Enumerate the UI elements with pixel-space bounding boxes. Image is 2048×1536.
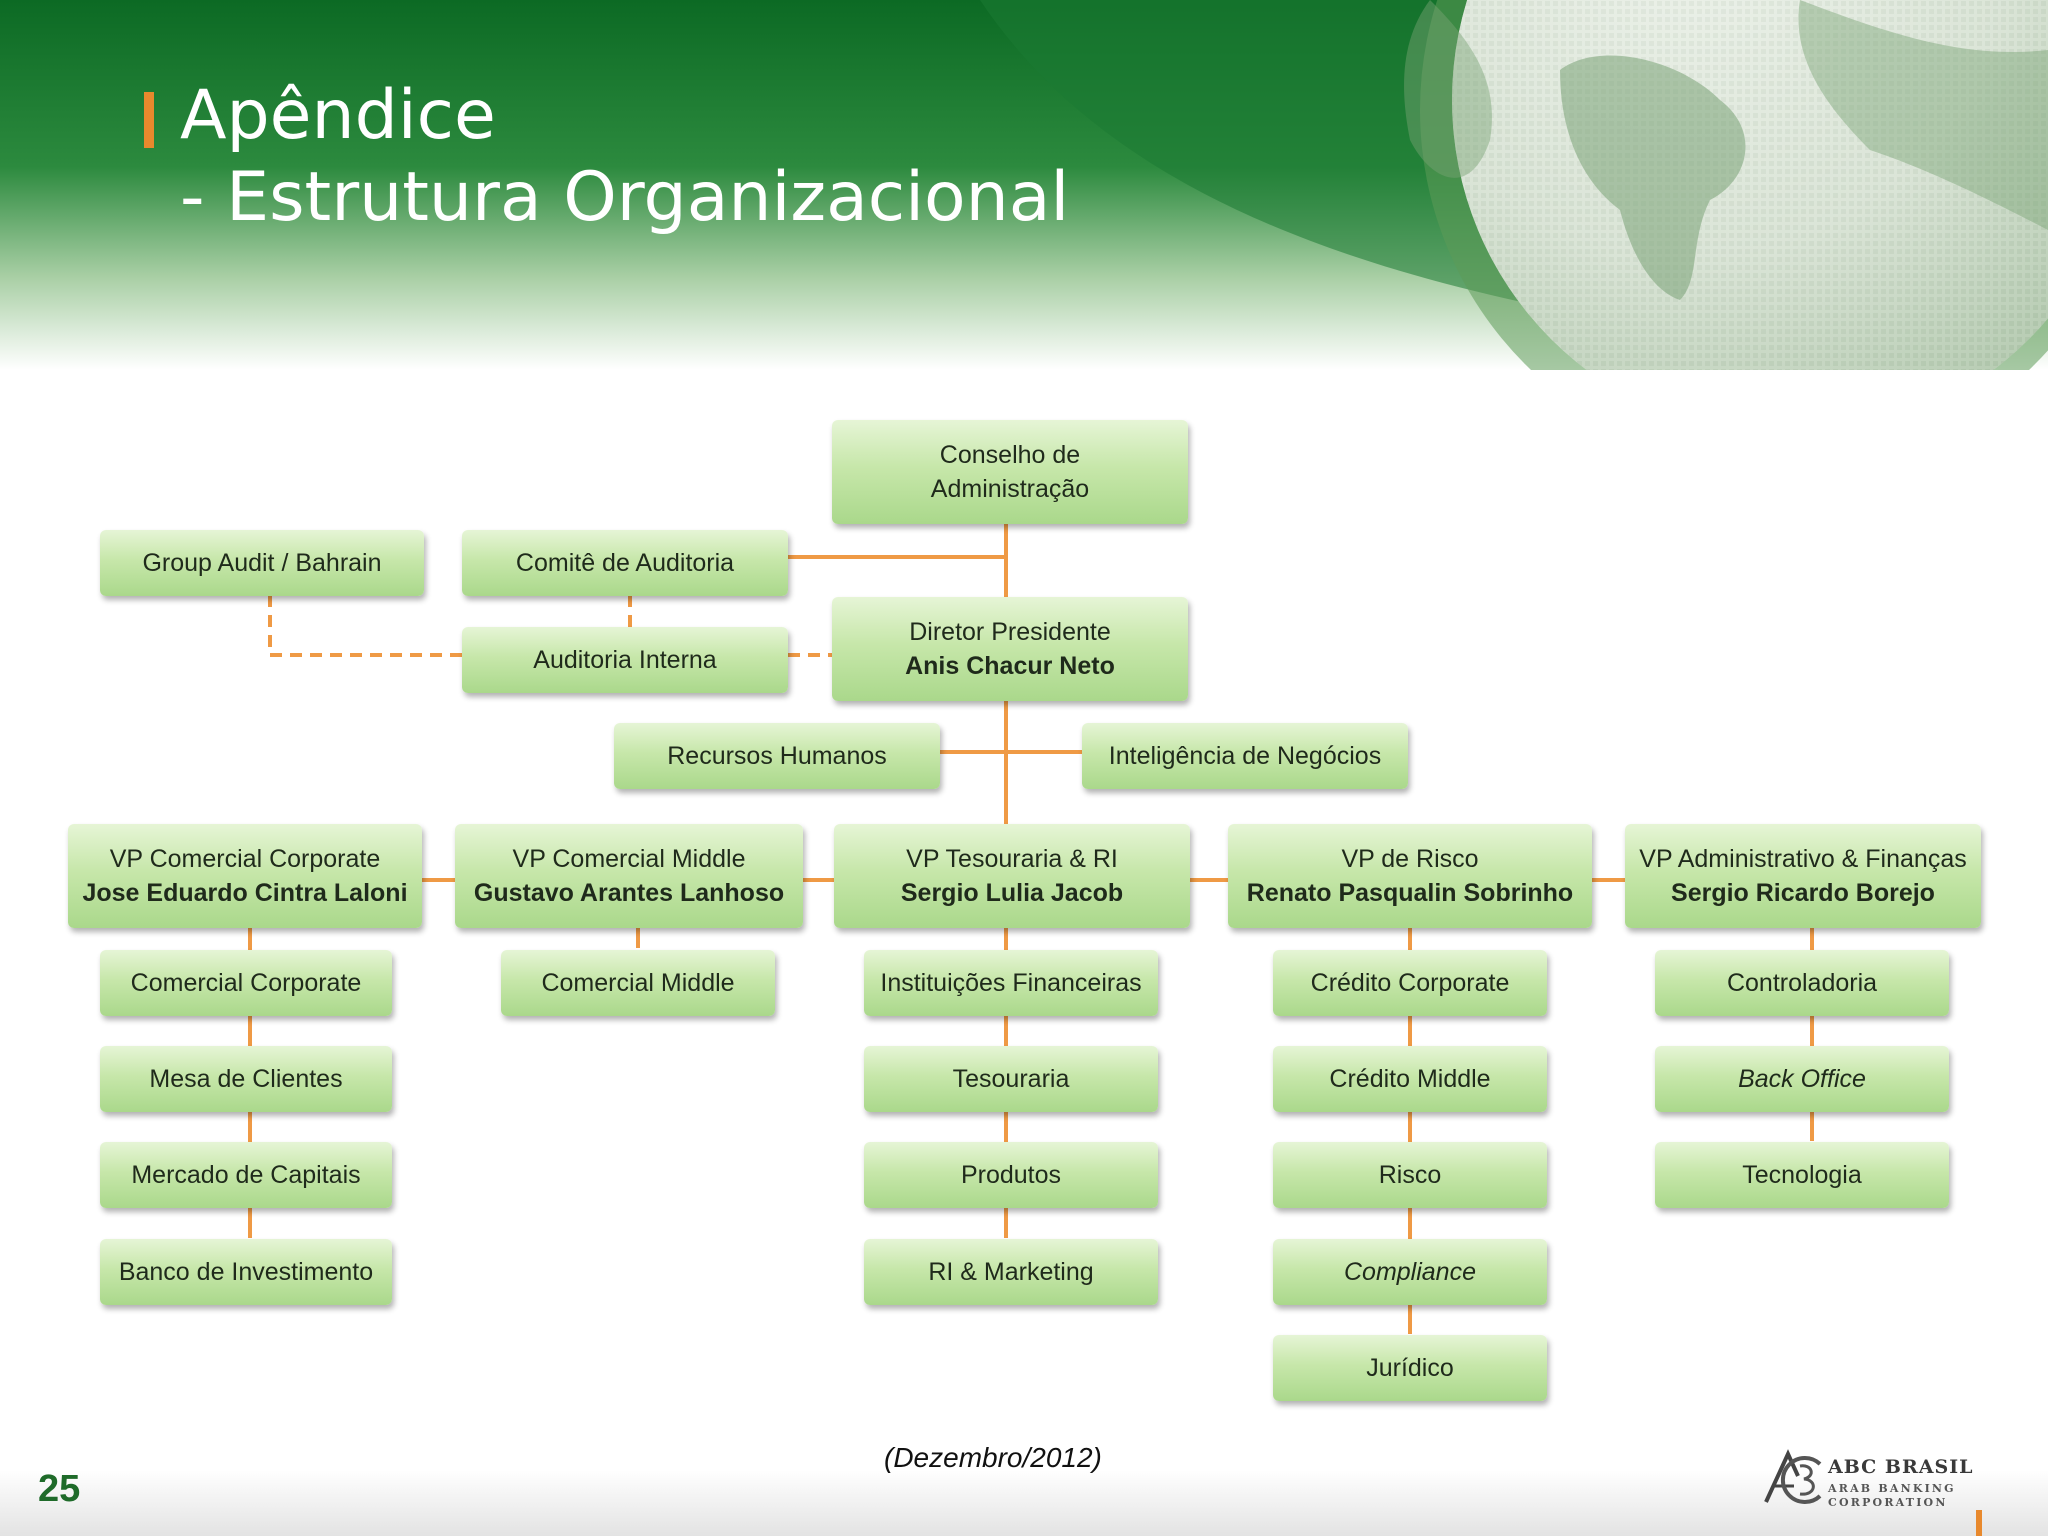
vp-box-3: VP Tesouraria & RI Sergio Lulia Jacob [834, 824, 1190, 928]
unit-label: Mesa de Clientes [149, 1065, 343, 1093]
unit-label: Jurídico [1366, 1354, 1454, 1382]
bi-box: Inteligência de Negócios [1082, 723, 1408, 789]
unit-box: Banco de Investimento [100, 1239, 392, 1305]
unit-label: Risco [1378, 1161, 1442, 1189]
page-number: 25 [38, 1468, 81, 1510]
unit-label: Comercial Corporate [130, 969, 362, 997]
unit-label: Tecnologia [1742, 1161, 1862, 1189]
unit-label: Produtos [960, 1161, 1062, 1189]
vp-box-5: VP Administrativo & Finanças Sergio Rica… [1625, 824, 1981, 928]
unit-box: Mesa de Clientes [100, 1046, 392, 1112]
board-label-line1: Conselho de [939, 441, 1081, 469]
logo-name: ABC BRASIL [1828, 1456, 1974, 1478]
corner-accent-tick [1976, 1510, 1982, 1536]
board-box: Conselho de Administração [832, 420, 1188, 524]
vp-role: VP Comercial Middle [512, 845, 746, 873]
ceo-name: Anis Chacur Neto [905, 652, 1115, 680]
unit-label: RI & Marketing [928, 1258, 1094, 1286]
audit-committee-label: Comitê de Auditoria [515, 549, 735, 577]
unit-label: Back Office [1738, 1065, 1866, 1093]
unit-box: Controladoria [1655, 950, 1949, 1016]
unit-box: Mercado de Capitais [100, 1142, 392, 1208]
audit-committee-box: Comitê de Auditoria [462, 530, 788, 596]
unit-box: Jurídico [1273, 1335, 1547, 1401]
unit-label: Mercado de Capitais [131, 1161, 361, 1189]
title-accent-bar [144, 92, 154, 148]
unit-label: Crédito Corporate [1310, 969, 1510, 997]
unit-box: Instituições Financeiras [864, 950, 1158, 1016]
unit-box: Back Office [1655, 1046, 1949, 1112]
internal-audit-label: Auditoria Interna [533, 646, 717, 674]
unit-label: Crédito Middle [1329, 1065, 1491, 1093]
unit-box: Crédito Corporate [1273, 950, 1547, 1016]
vp-role: VP de Risco [1341, 845, 1479, 873]
unit-label: Banco de Investimento [118, 1258, 374, 1286]
header-background [0, 0, 2048, 370]
unit-box: Tecnologia [1655, 1142, 1949, 1208]
vp-name: Gustavo Arantes Lanhoso [473, 879, 785, 907]
group-audit-label: Group Audit / Bahrain [142, 549, 382, 577]
unit-label: Instituições Financeiras [880, 969, 1142, 997]
vp-box-2: VP Comercial Middle Gustavo Arantes Lanh… [455, 824, 803, 928]
logo-subtitle: CORPORATION [1828, 1496, 1948, 1509]
board-label-line2: Administração [930, 475, 1090, 503]
logo-subtitle: ARAB BANKING [1828, 1482, 1956, 1495]
hr-label: Recursos Humanos [667, 742, 887, 770]
unit-box: Comercial Corporate [100, 950, 392, 1016]
unit-box: Crédito Middle [1273, 1046, 1547, 1112]
unit-box: Produtos [864, 1142, 1158, 1208]
unit-label: Compliance [1343, 1258, 1476, 1286]
vp-name: Jose Eduardo Cintra Laloni [82, 879, 408, 907]
slide-header: Apêndice - Estrutura Organizacional [0, 0, 2048, 370]
group-audit-box: Group Audit / Bahrain [100, 530, 424, 596]
vp-role: VP Administrativo & Finanças [1639, 845, 1967, 873]
ceo-box: Diretor Presidente Anis Chacur Neto [832, 597, 1188, 701]
vp-name: Sergio Ricardo Borejo [1671, 879, 1935, 907]
vp-box-1: VP Comercial Corporate Jose Eduardo Cint… [68, 824, 422, 928]
hr-box: Recursos Humanos [614, 723, 940, 789]
ceo-role: Diretor Presidente [909, 618, 1111, 646]
internal-audit-box: Auditoria Interna [462, 627, 788, 693]
connector-group-audit-dashed [268, 595, 462, 657]
footer-bar [0, 1470, 2048, 1536]
slide-subtitle: - Estrutura Organizacional [180, 158, 1070, 237]
abc-brasil-logo: ABC BRASIL ARAB BANKING CORPORATION [1760, 1446, 1972, 1516]
date-note: (Dezembro/2012) [884, 1442, 1102, 1473]
unit-box: Comercial Middle [501, 950, 775, 1016]
vp-name: Renato Pasqualin Sobrinho [1246, 879, 1574, 907]
unit-label: Tesouraria [952, 1065, 1070, 1093]
vp-box-4: VP de Risco Renato Pasqualin Sobrinho [1228, 824, 1592, 928]
unit-label: Comercial Middle [541, 969, 735, 997]
slide-title: Apêndice [180, 76, 496, 155]
vp-role: VP Comercial Corporate [109, 845, 381, 873]
unit-box: Tesouraria [864, 1046, 1158, 1112]
unit-box: Risco [1273, 1142, 1547, 1208]
unit-box: Compliance [1273, 1239, 1547, 1305]
abc-logo-icon [1764, 1449, 1822, 1504]
bi-label: Inteligência de Negócios [1108, 742, 1382, 770]
vp-role: VP Tesouraria & RI [906, 845, 1118, 873]
unit-box: RI & Marketing [864, 1239, 1158, 1305]
unit-label: Controladoria [1726, 969, 1878, 997]
vp-name: Sergio Lulia Jacob [900, 879, 1124, 907]
